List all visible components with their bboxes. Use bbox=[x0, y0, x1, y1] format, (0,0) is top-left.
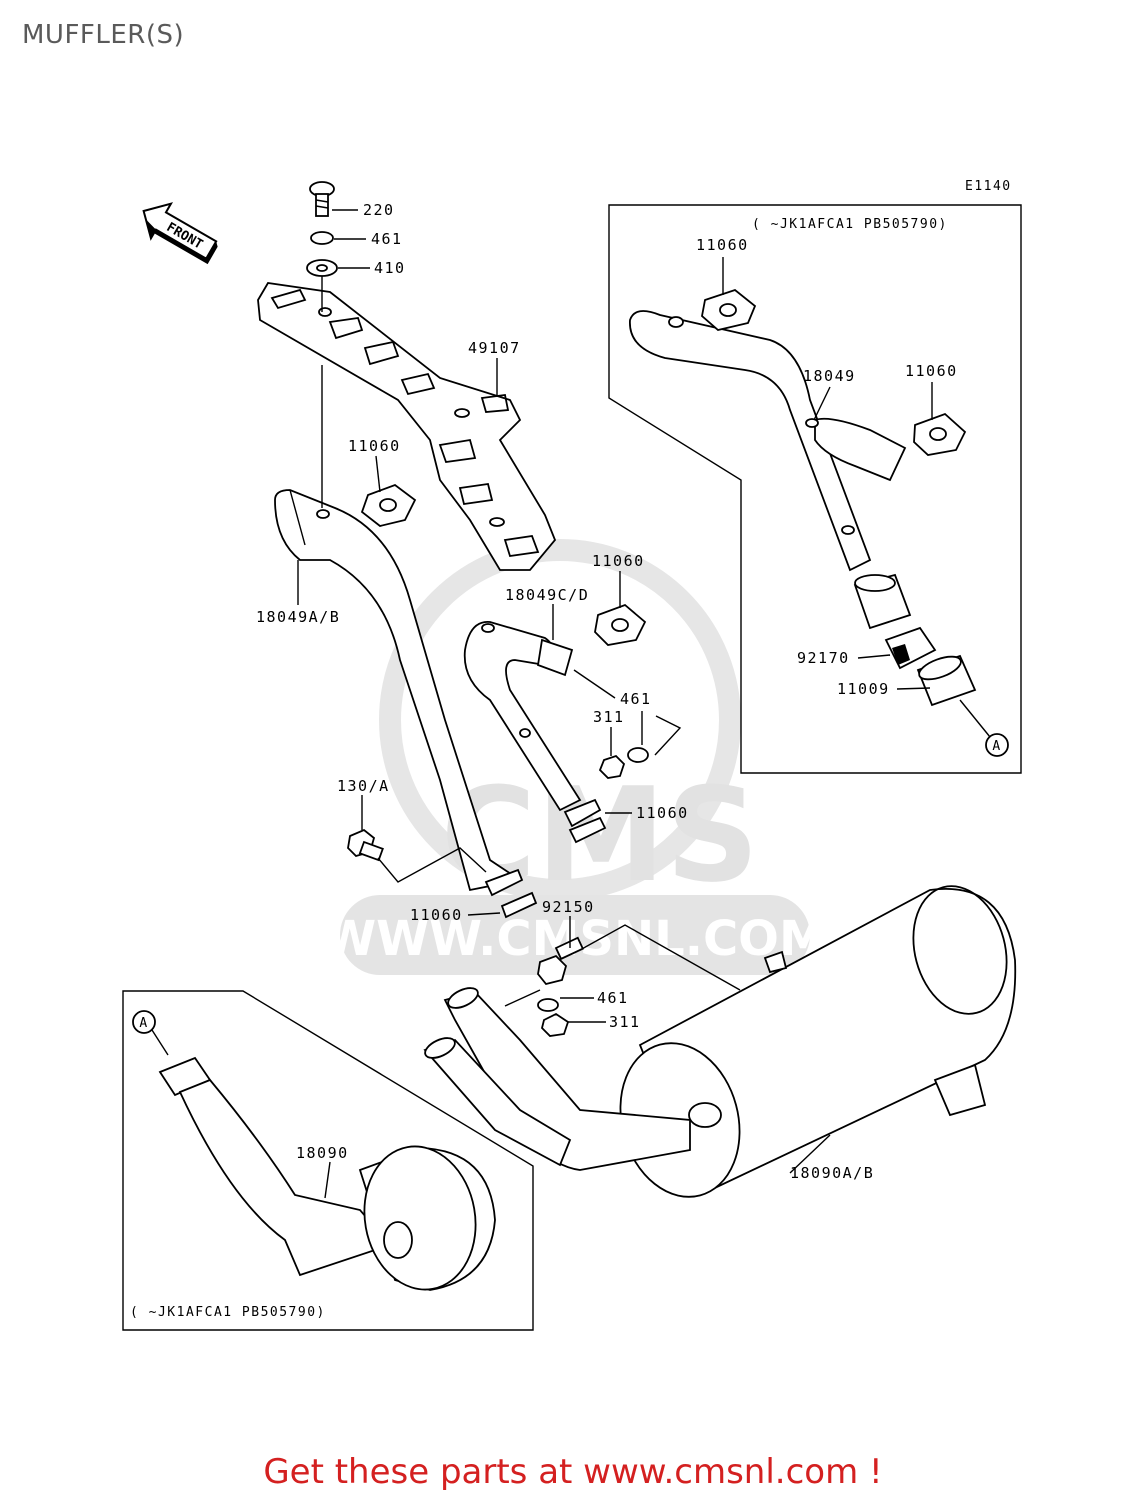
label-92170: 92170 bbox=[797, 649, 850, 667]
diagram-code: E1140 bbox=[965, 179, 1012, 194]
inset-top-note: ( ~JK1AFCA1 PB505790) bbox=[752, 217, 948, 232]
footer-link[interactable]: Get these parts at www.cmsnl.com ! bbox=[263, 1452, 883, 1492]
screw-220 bbox=[309, 181, 335, 217]
exhaust-pipe-18049cd bbox=[463, 621, 582, 812]
label-18049: 18049 bbox=[803, 367, 856, 385]
washer-461-mid bbox=[627, 747, 649, 763]
label-49107: 49107 bbox=[468, 339, 521, 357]
exhaust-pipe-18049 bbox=[629, 310, 912, 630]
label-11060-b: 11060 bbox=[592, 552, 645, 570]
watermark: CMS WWW.CMSNL.COM bbox=[323, 539, 827, 975]
label-461-mid: 461 bbox=[620, 690, 652, 708]
connector-a-top-label: A bbox=[992, 739, 1001, 754]
label-220: 220 bbox=[363, 201, 395, 219]
heat-guard-49107 bbox=[257, 282, 557, 571]
label-311-low: 311 bbox=[609, 1013, 641, 1031]
connector-a-bottom-label: A bbox=[139, 1016, 148, 1031]
washer-461-top bbox=[310, 231, 334, 245]
label-92150: 92150 bbox=[542, 898, 595, 916]
label-11060-d: 11060 bbox=[410, 906, 463, 924]
label-18049ab: 18049A/B bbox=[256, 608, 340, 626]
label-461-top: 461 bbox=[371, 230, 403, 248]
label-18090ab: 18090A/B bbox=[790, 1164, 874, 1182]
nut-311-mid bbox=[598, 754, 626, 779]
label-11060-e: 11060 bbox=[696, 236, 749, 254]
connector-a-top bbox=[985, 733, 1009, 757]
washer-461-low bbox=[537, 998, 559, 1012]
label-11060-c: 11060 bbox=[636, 804, 689, 822]
label-11009: 11009 bbox=[837, 680, 890, 698]
connector-a-bottom bbox=[132, 1010, 156, 1034]
label-11060-f: 11060 bbox=[905, 362, 958, 380]
label-130a: 130/A bbox=[337, 777, 390, 795]
gasket-11060-d bbox=[484, 868, 524, 897]
label-461-low: 461 bbox=[597, 989, 629, 1007]
inset-bottom-note: ( ~JK1AFCA1 PB505790) bbox=[130, 1305, 326, 1320]
page-title: MUFFLER(S) bbox=[22, 20, 185, 50]
label-311-mid: 311 bbox=[593, 708, 625, 726]
inset-frame-bottom bbox=[122, 990, 534, 1331]
muffler-18090 bbox=[158, 1056, 496, 1291]
label-18090: 18090 bbox=[296, 1144, 349, 1162]
muffler-18090ab bbox=[423, 885, 1017, 1198]
nut-311-low bbox=[541, 1012, 570, 1037]
bolt-130a bbox=[347, 828, 384, 862]
label-11060-a: 11060 bbox=[348, 437, 401, 455]
bolt-92150 bbox=[537, 936, 585, 986]
label-410: 410 bbox=[374, 259, 406, 277]
front-arrow-icon: FRONT bbox=[142, 202, 218, 265]
inset-frame-top bbox=[608, 204, 1022, 774]
label-18049cd: 18049C/D bbox=[505, 586, 589, 604]
gasket-11060-c bbox=[563, 798, 602, 828]
